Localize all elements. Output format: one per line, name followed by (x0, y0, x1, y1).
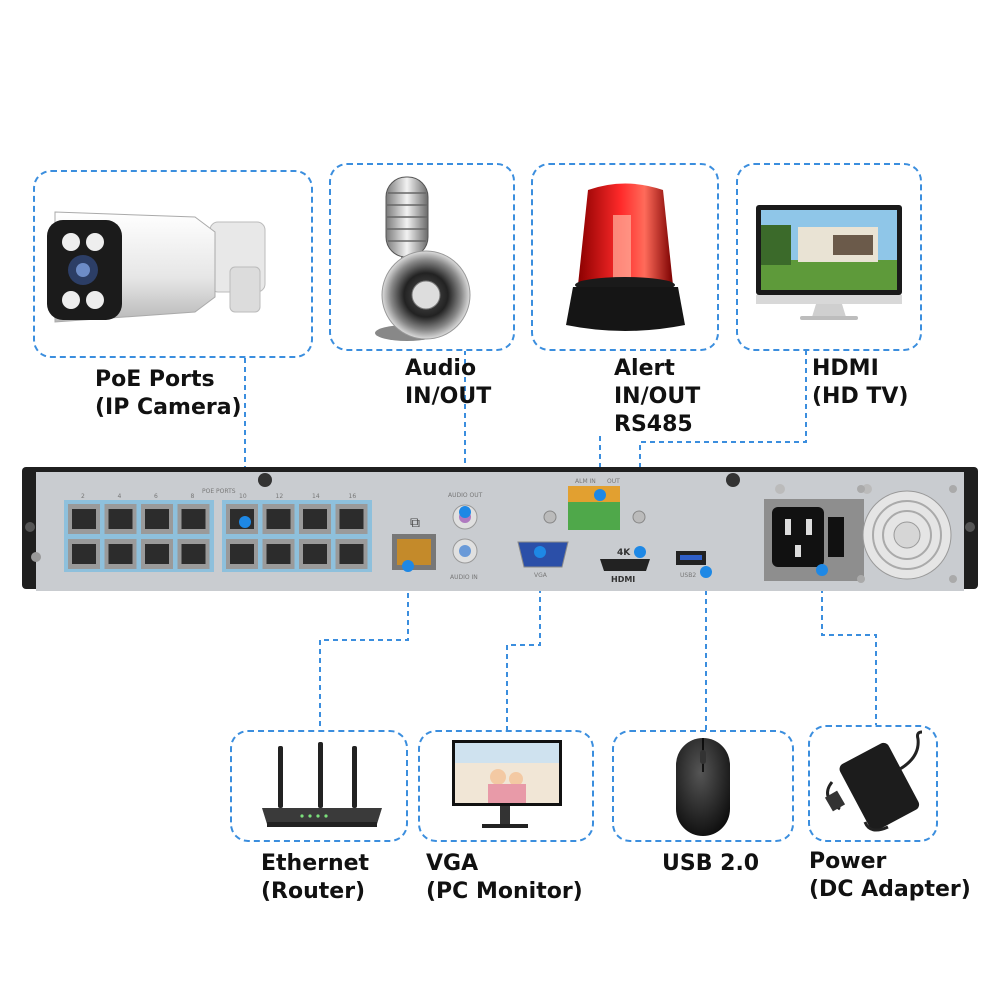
power-dot (816, 564, 828, 576)
power-inlet (764, 484, 872, 581)
rj45-port (68, 504, 100, 534)
power-label-line1: Power (809, 849, 887, 874)
port-number: 14 (312, 493, 320, 500)
audio-in-text: AUDIO IN (450, 574, 478, 581)
rj45-port (177, 539, 210, 569)
port-number: 6 (154, 493, 158, 500)
hdmi-port: 4K HDMI (600, 548, 650, 584)
port-number: 12 (276, 493, 284, 500)
router-label-line1: Ethernet (261, 851, 370, 876)
audio-label-line1: Audio (405, 356, 477, 381)
rj45-port (68, 539, 100, 569)
alert-label-line3: RS485 (614, 412, 693, 437)
rj45-port (262, 504, 295, 534)
hdmi-label: HDMI (HD TV) (812, 355, 908, 411)
alert-label-line2: IN/OUT (614, 384, 701, 409)
hdmi-4k-text: 4K (617, 548, 631, 558)
poe-dot (239, 516, 251, 528)
power-label: Power (DC Adapter) (809, 848, 971, 904)
tv-monitor-icon (756, 205, 902, 320)
alert-label: Alert IN/OUT RS485 (614, 355, 700, 439)
ethernet-port: ⧉ (392, 515, 436, 570)
camera-label: PoE Ports (IP Camera) (95, 366, 242, 422)
usb-dot (700, 566, 712, 578)
microphone-speaker-icon (375, 176, 471, 341)
pc-monitor-icon (452, 740, 562, 828)
alert-box (531, 163, 719, 351)
audio-label: Audio IN/OUT (405, 355, 491, 411)
poe-ports: POE PORTS 2 4 6 8 10 12 14 16 (64, 488, 372, 572)
rj45-port (299, 504, 331, 534)
vga-label-line1: VGA (426, 851, 479, 876)
alert-label-line1: Alert (614, 356, 675, 381)
usb-port: USB2 (676, 551, 706, 579)
alarm-in-text: ALM IN (575, 478, 596, 485)
hdmi-text: HDMI (611, 575, 635, 584)
port-number: 2 (81, 493, 85, 500)
power-box (808, 725, 938, 842)
vga-label: VGA (PC Monitor) (426, 850, 583, 906)
alert-dot (594, 489, 606, 501)
vga-label-line2: (PC Monitor) (426, 879, 583, 904)
router-icon (262, 742, 382, 827)
rj45-port (335, 539, 368, 569)
port-number: 8 (191, 493, 195, 500)
hdmi-label-line2: (HD TV) (812, 384, 909, 409)
rj45-port (104, 539, 137, 569)
hdmi-box (736, 163, 922, 351)
vga-text: VGA (534, 572, 548, 579)
router-label-line2: (Router) (261, 879, 366, 904)
rj45-port (335, 504, 368, 534)
audio-label-line2: IN/OUT (405, 384, 492, 409)
ethernet-dot (402, 560, 414, 572)
nvr-rear-panel: POE PORTS 2 4 6 8 10 12 14 16 ⧉ AUDIO OUT AUDIO… (22, 467, 978, 591)
usb-label-line1: USB 2.0 (662, 851, 760, 876)
vga-dot (534, 546, 546, 558)
audio-out-text: AUDIO OUT (448, 492, 483, 499)
hdmi-dot (634, 546, 646, 558)
rj45-port (104, 504, 137, 534)
rj45-port (141, 504, 173, 534)
audio-dot (459, 506, 471, 518)
camera-label-line2: (IP Camera) (95, 395, 242, 420)
port-number: 4 (118, 493, 122, 500)
router-label: Ethernet (Router) (261, 850, 369, 906)
fan-grille (857, 485, 957, 583)
rj45-port (262, 539, 295, 569)
alarm-siren-icon (566, 183, 685, 331)
ip-camera-icon (47, 211, 266, 323)
ip-camera-box (33, 170, 313, 358)
power-label-line2: (DC Adapter) (809, 877, 971, 902)
rj45-port (299, 539, 331, 569)
usb-text: USB2 (680, 572, 696, 579)
vga-box (418, 730, 594, 842)
port-number: 10 (239, 493, 247, 500)
camera-label-line1: PoE Ports (95, 367, 215, 392)
usb-label: USB 2.0 (662, 850, 759, 878)
hdmi-label-line1: HDMI (812, 356, 879, 381)
usb-box (612, 730, 794, 842)
router-box (230, 730, 408, 842)
alarm-terminal: ALM IN OUT (543, 478, 646, 530)
mouse-icon (676, 738, 730, 836)
rj45-port (141, 539, 173, 569)
rj45-port (226, 539, 258, 569)
alarm-out-text: OUT (607, 478, 620, 485)
port-number: 16 (349, 493, 357, 500)
poe-title: POE PORTS (202, 488, 236, 495)
audio-box (329, 163, 515, 351)
rj45-port (177, 504, 210, 534)
dc-adapter-icon (824, 730, 923, 832)
svg-text:⧉: ⧉ (410, 515, 420, 531)
